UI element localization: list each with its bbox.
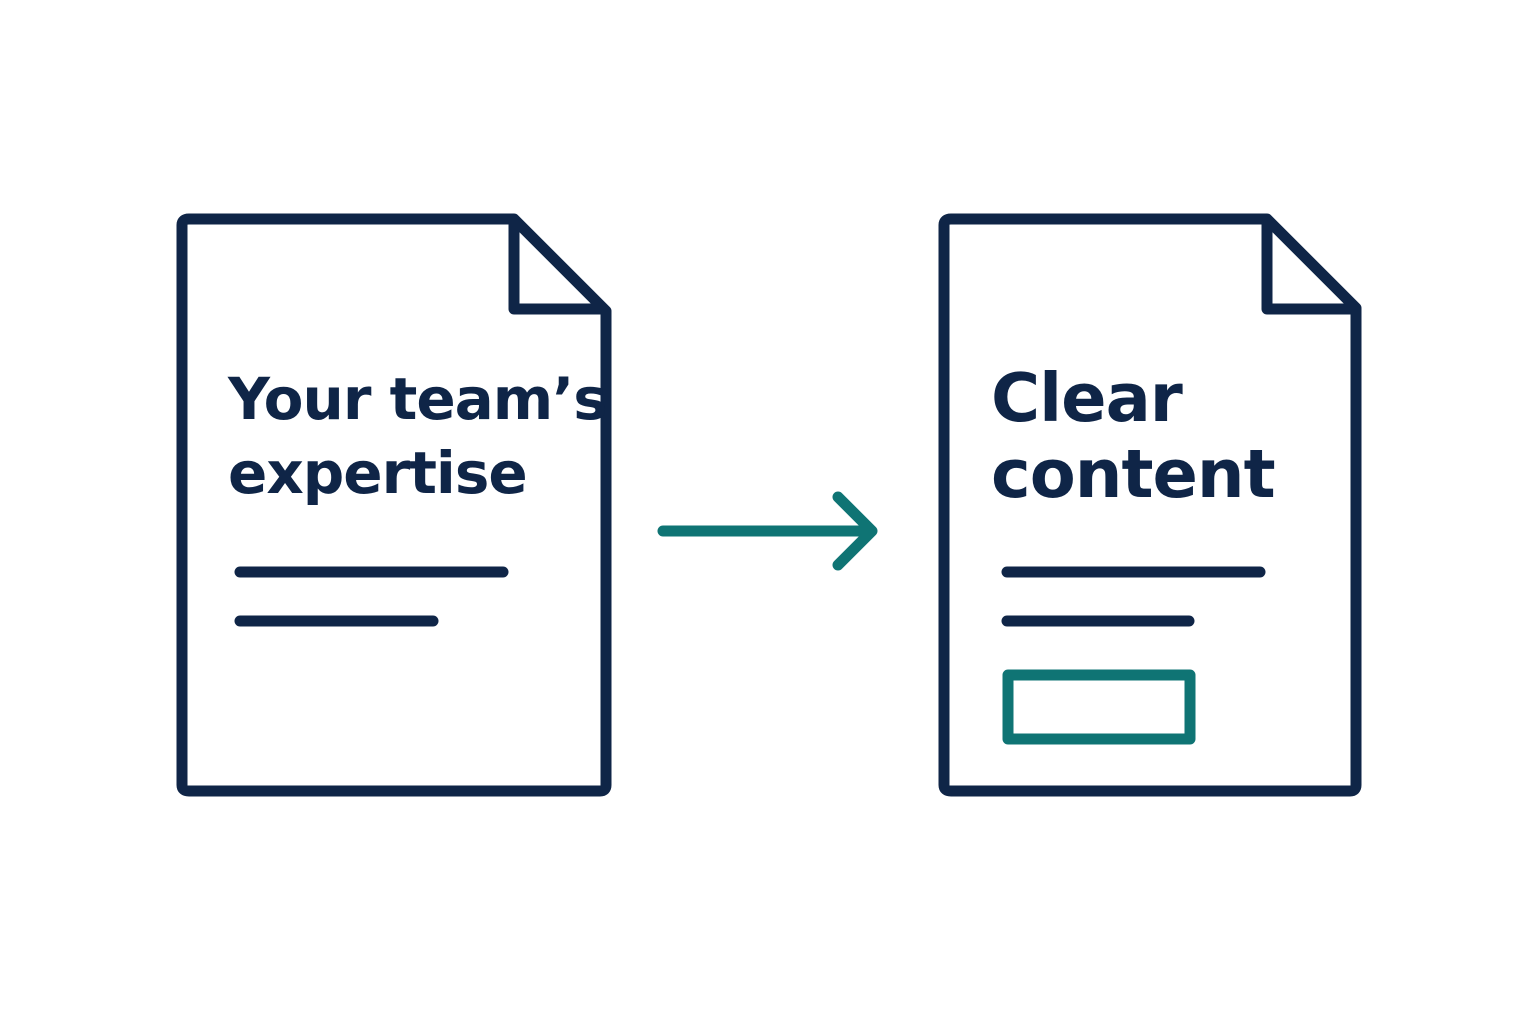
source-document-folded-corner	[508, 219, 606, 315]
result-content-block	[1002, 669, 1196, 745]
arrow-icon	[657, 491, 878, 571]
result-document-title: Clear content	[991, 359, 1276, 513]
source-document-outline	[176, 213, 612, 797]
result-document-outline	[938, 213, 1362, 797]
result-document	[938, 213, 1362, 797]
result-document-folded-corner	[1261, 219, 1356, 315]
source-document	[176, 213, 612, 797]
source-document-title: Your team’s expertise	[228, 365, 608, 507]
arrow-head	[832, 491, 878, 571]
